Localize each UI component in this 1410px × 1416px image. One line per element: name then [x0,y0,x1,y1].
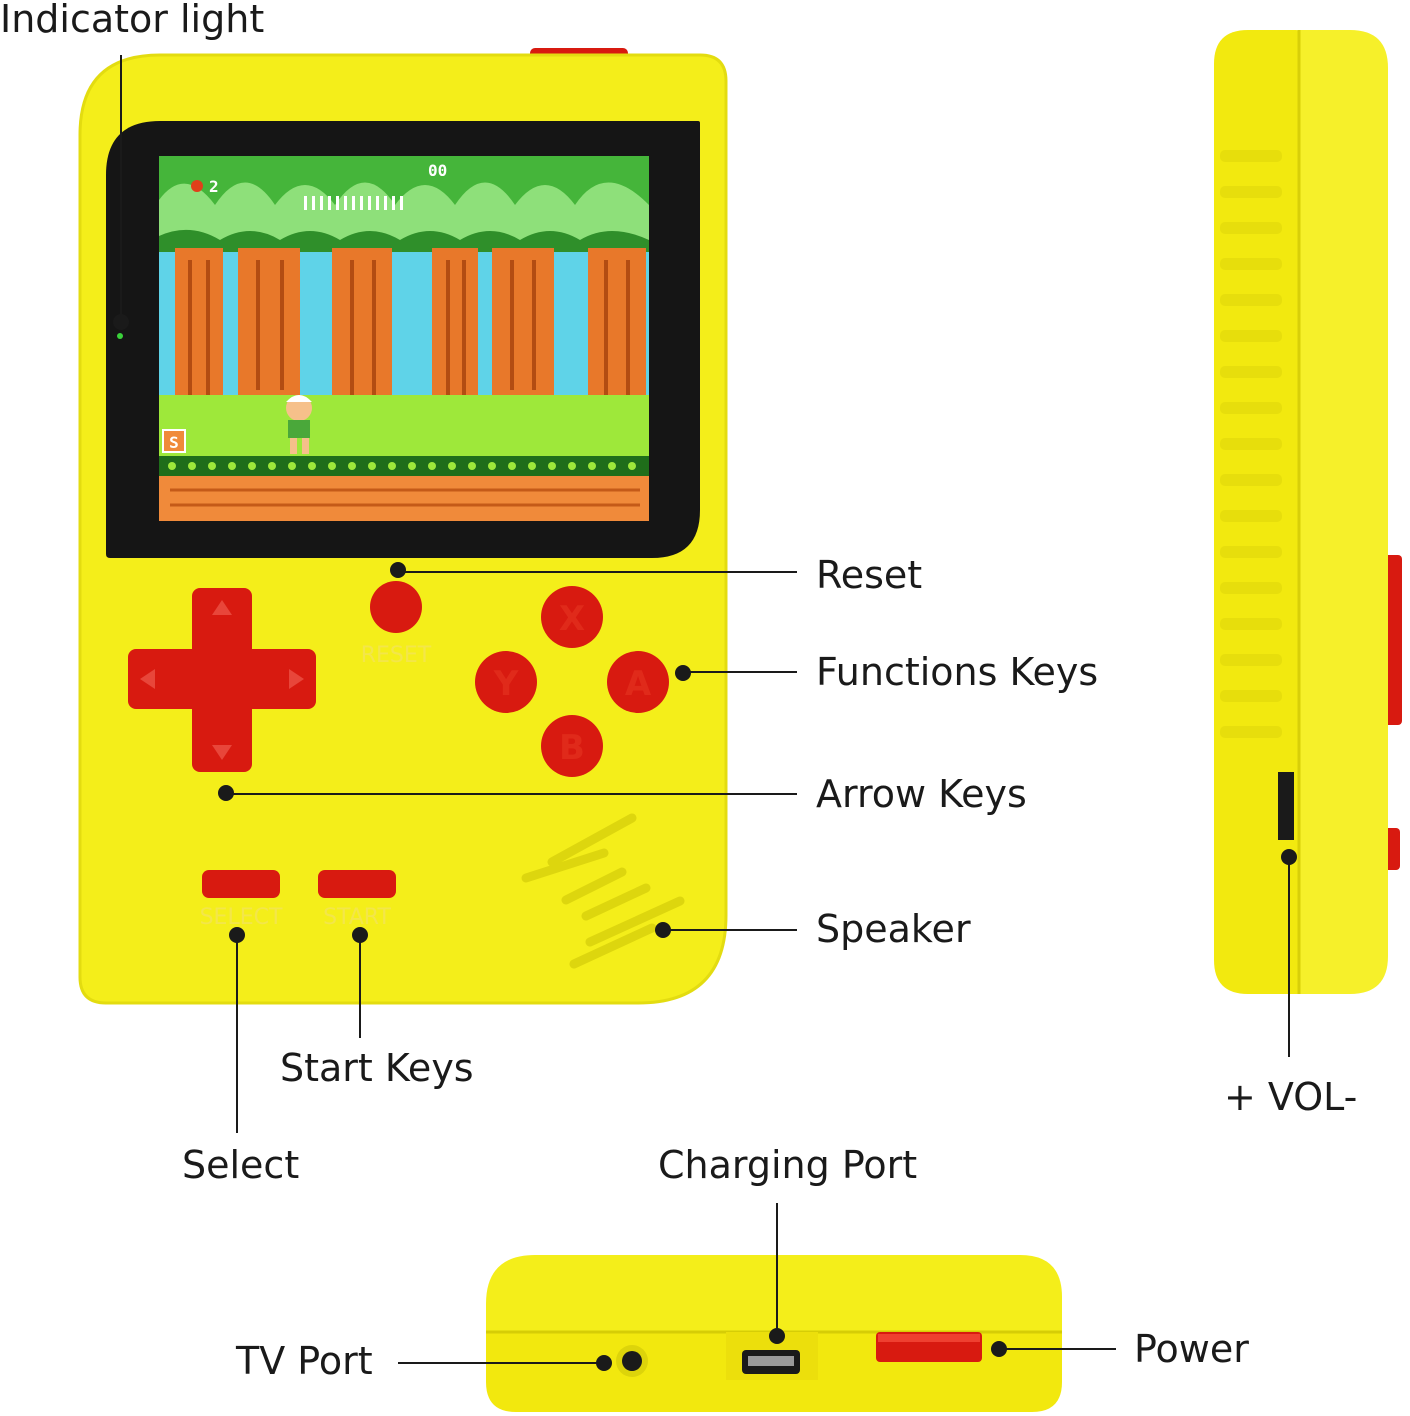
arrow-down-icon [212,745,232,760]
console-bottom-view [486,1255,1062,1412]
callout-volume: + VOL- [1224,1075,1357,1119]
bottom-top-half [486,1255,1062,1332]
tv-port-jack [622,1351,642,1371]
select-button[interactable] [202,870,280,898]
callout-indicator-light: Indicator light [0,0,264,41]
x-button[interactable] [541,586,603,648]
console-front-view: S 2 00 [78,48,728,1005]
b-button-letter: B [559,728,585,768]
side-body-front [1298,30,1388,994]
reset-button-text: RESET [361,643,432,668]
leader-dots [113,314,1297,1371]
a-button[interactable] [607,651,669,713]
start-button[interactable] [318,870,396,898]
sign-letter: S [169,433,179,452]
callout-start-keys: Start Keys [280,1046,474,1090]
arrow-up-icon [212,600,232,615]
function-keys: X Y A B [475,586,669,777]
reset-button[interactable] [370,581,422,633]
b-button[interactable] [541,715,603,777]
side-grip-ridges [1220,150,1282,738]
arrow-right-icon [289,669,304,689]
y-button[interactable] [475,651,537,713]
lives-count: 2 [209,177,219,196]
callout-power: Power [1134,1327,1249,1371]
callout-tv-port: TV Port [235,1339,373,1383]
a-button-letter: A [625,664,652,704]
callout-functions-keys: Functions Keys [816,650,1098,694]
indicator-light [117,333,123,339]
speaker-grille [521,813,685,969]
start-button-text: START [323,905,391,930]
score-counter: 00 [428,161,447,180]
game-screen: S 2 00 [159,156,649,521]
callout-arrow-keys: Arrow Keys [816,772,1027,816]
callout-charging-port: Charging Port [658,1143,917,1187]
callout-reset: Reset [816,553,922,597]
callout-speaker: Speaker [816,907,971,951]
select-button-text: SELECT [200,905,283,930]
side-volume-rocker[interactable] [1384,555,1402,725]
lives-icon [191,180,203,192]
y-button-letter: Y [493,664,519,704]
arrow-left-icon [140,669,155,689]
energy-meter [304,196,403,210]
player-character-icon [286,395,312,454]
console-side-view [1214,30,1402,994]
sign-icon [162,429,186,453]
volume-slot [1278,772,1294,840]
callout-select: Select [182,1143,299,1187]
leader-lines [120,55,1290,1364]
x-button-letter: X [559,599,585,639]
arrow-keys-dpad[interactable] [128,588,316,772]
